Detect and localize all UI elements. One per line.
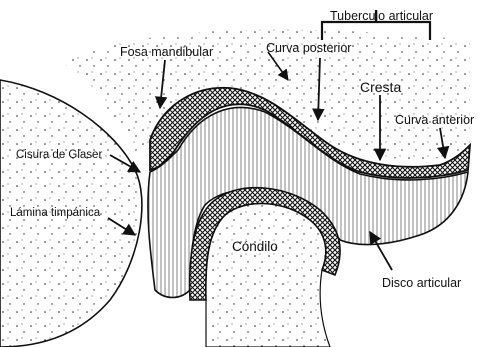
label-disco-articular: Disco articular — [382, 276, 461, 290]
label-fosa-mandibular: Fosa mandibular — [120, 45, 213, 59]
label-curva-anterior: Curva anterior — [395, 113, 474, 127]
label-lamina-timpanica: Lámina timpánica — [10, 207, 101, 219]
label-curva-posterior: Curva posterior — [266, 41, 351, 55]
label-cisura-de-glaser: Cisura de Glaser — [16, 149, 102, 161]
label-cresta: Cresta — [360, 79, 401, 95]
condyle — [206, 204, 330, 347]
label-condilo: Cóndilo — [232, 239, 278, 254]
label-tuberculo-articular: Tuberculo articular — [330, 9, 433, 23]
